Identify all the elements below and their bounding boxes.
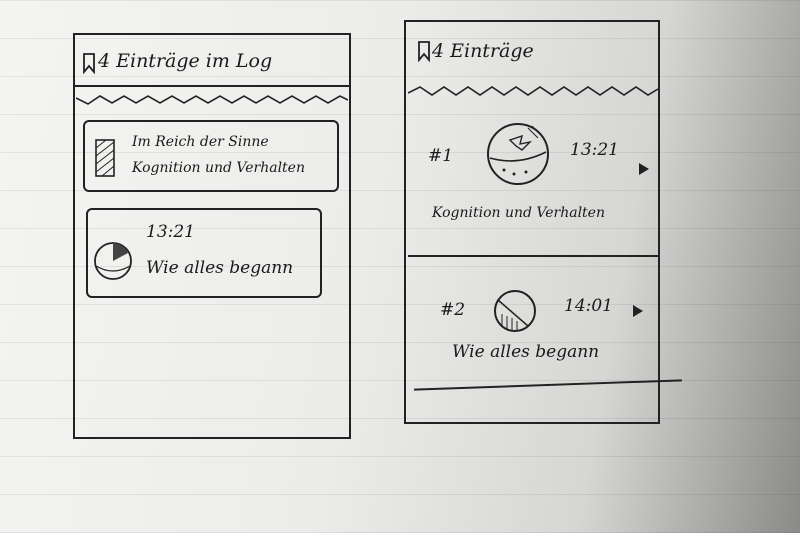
card2-label: Wie alles begann <box>146 258 294 278</box>
card1-line2: Kognition und Verhalten <box>132 160 305 176</box>
list-card-1[interactable] <box>83 120 339 192</box>
list-divider-1 <box>408 255 658 257</box>
list-card-2[interactable] <box>86 208 322 298</box>
header-divider-left <box>73 85 349 87</box>
item2-label: Wie alles begann <box>452 342 600 362</box>
play-arrow-icon[interactable] <box>632 304 644 318</box>
torn-edge-left <box>76 95 348 105</box>
bookmark-icon <box>418 41 430 62</box>
page-title-right: 4 Einträge <box>432 40 534 62</box>
phone-sketch-right <box>404 20 660 424</box>
card1-line1: Im Reich der Sinne <box>132 134 269 150</box>
item2-time: 14:01 <box>564 296 613 316</box>
item1-number: #1 <box>428 146 454 166</box>
hatched-thumbnail-icon <box>95 139 115 177</box>
phone-sketch-left <box>73 33 351 439</box>
play-arrow-icon[interactable] <box>638 162 650 176</box>
striped-dial-icon <box>494 290 536 332</box>
bookmark-icon <box>83 53 95 74</box>
page-title-left: 4 Einträge im Log <box>98 50 273 72</box>
torn-edge-right <box>408 86 658 96</box>
pie-thumbnail-icon <box>94 242 132 280</box>
item1-time: 13:21 <box>570 140 619 160</box>
item1-label: Kognition und Verhalten <box>432 205 605 221</box>
item2-number: #2 <box>440 300 466 320</box>
card2-time: 13:21 <box>146 222 195 242</box>
progress-dial-icon <box>487 123 549 185</box>
